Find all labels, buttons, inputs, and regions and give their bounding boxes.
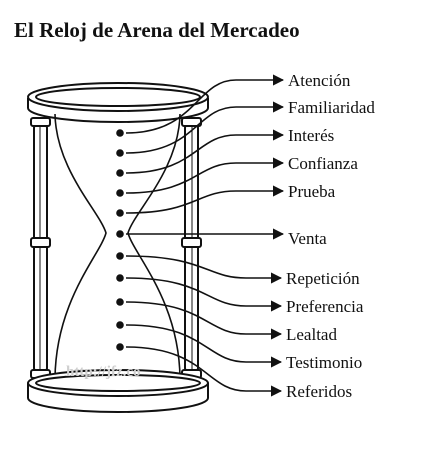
stage-1-arrow	[125, 101, 285, 154]
stage-9-dot	[116, 321, 124, 329]
stage-9-arrow	[125, 324, 283, 368]
stage-2-dot	[116, 169, 124, 177]
stage-4-dot	[116, 209, 124, 217]
stages-group: AtenciónFamiliaridadInterésConfianzaPrue…	[116, 71, 375, 401]
stage-3-dot	[116, 189, 124, 197]
stage-7-arrow	[125, 277, 283, 312]
stage-0-dot	[116, 129, 124, 137]
stage-4-arrow	[125, 185, 285, 214]
stage-1-dot	[116, 149, 124, 157]
stage-8-arrow	[125, 301, 283, 340]
stage-10-arrow	[125, 346, 283, 397]
stage-5-dot	[116, 230, 124, 238]
stage-0-label: Atención	[288, 71, 351, 90]
stage-8-label: Lealtad	[286, 325, 337, 344]
stage-0-arrow	[125, 74, 285, 134]
stage-9-label: Testimonio	[286, 353, 362, 372]
stage-3-arrow	[125, 157, 285, 194]
stage-7-dot	[116, 274, 124, 282]
stage-6-arrow	[125, 255, 283, 284]
diagram-title: El Reloj de Arena del Mercadeo	[14, 18, 300, 42]
stage-2-label: Interés	[288, 126, 334, 145]
stage-10-label: Referidos	[286, 382, 352, 401]
stage-2-arrow	[125, 129, 285, 174]
stage-7-label: Preferencia	[286, 297, 364, 316]
watermark-text: http://jfz.co	[66, 364, 141, 380]
stage-10-dot	[116, 343, 124, 351]
stage-6-dot	[116, 252, 124, 260]
stage-4-label: Prueba	[288, 182, 336, 201]
stage-8-dot	[116, 298, 124, 306]
stage-6-label: Repetición	[286, 269, 360, 288]
stage-1-label: Familiaridad	[288, 98, 375, 117]
stage-3-label: Confianza	[288, 154, 358, 173]
stage-5-label: Venta	[288, 229, 327, 248]
hourglass-icon	[27, 82, 209, 413]
